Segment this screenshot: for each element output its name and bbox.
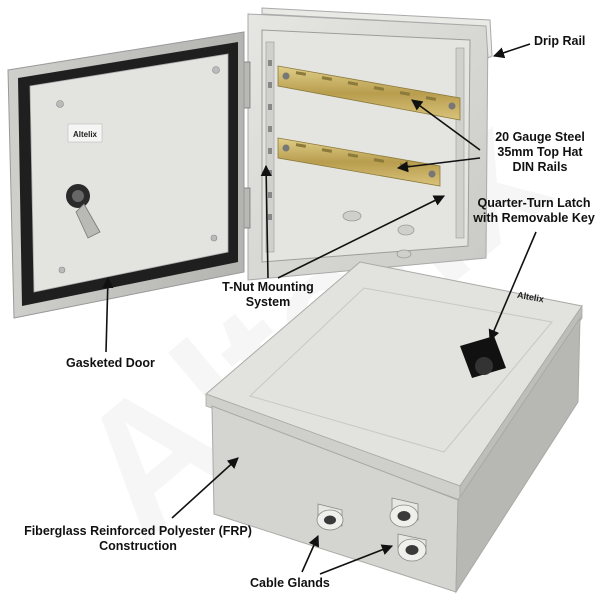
arrow-gland-right [319, 544, 394, 575]
label-gasketed-door: Gasketed Door [66, 356, 155, 370]
closed-enclosure [205, 261, 583, 594]
label-tnut: T-Nut Mounting System [212, 280, 324, 310]
t-nut-channel-right [455, 47, 465, 239]
callout-arrows [102, 43, 537, 575]
label-drip-rail: Drip Rail [534, 34, 586, 48]
label-cable-glands: Cable Glands [250, 576, 330, 590]
label-din-rails-line1: 20 Gauge Steel [495, 130, 585, 144]
label-din-rails-line3: DIN Rails [512, 160, 568, 174]
label-din-rails-line2: 35mm Top Hat [497, 145, 583, 159]
arrow-latch [488, 231, 537, 342]
open-enclosure [239, 7, 493, 281]
lid-brand-logo: Altelix [516, 290, 544, 305]
label-latch-line2: with Removable Key [473, 211, 595, 225]
latch-mechanism [66, 184, 101, 239]
arrow-gasketed-door [102, 276, 114, 353]
door-brand-text: Altelix [73, 130, 98, 139]
label-frp: Fiberglass Reinforced Polyester (FRP) Co… [14, 524, 262, 554]
knockout-holes [342, 210, 415, 259]
door-brand-plate [67, 123, 103, 143]
arrow-din-rail-bottom [396, 157, 481, 173]
label-frp-line1: Fiberglass Reinforced Polyester (FRP) [24, 524, 252, 538]
label-tnut-line2: System [245, 295, 291, 309]
arrow-frp [171, 457, 239, 519]
arrow-tnut-left [260, 164, 272, 279]
cable-gland-left [316, 503, 344, 531]
drip-rail [261, 7, 493, 59]
right-face [455, 316, 581, 594]
open-door [7, 31, 245, 319]
label-tnut-line1: T-Nut Mounting [222, 280, 314, 294]
quarter-turn-latch [460, 336, 506, 378]
cable-gland-right-top [389, 497, 419, 528]
arrow-tnut-right [277, 195, 446, 279]
arrow-drip-rail [492, 43, 531, 59]
arrow-gland-left [301, 534, 320, 573]
label-latch: Quarter-Turn Latch with Removable Key [470, 196, 598, 226]
t-nut-channel-left [265, 41, 275, 253]
label-frp-line2: Construction [99, 539, 177, 553]
door-inner-panel [29, 53, 229, 293]
cable-gland-right-bottom [397, 533, 427, 562]
label-din-rails: 20 Gauge Steel 35mm Top Hat DIN Rails [488, 130, 592, 175]
arrow-din-rail-top [411, 99, 481, 151]
label-latch-line1: Quarter-Turn Latch [477, 196, 591, 210]
